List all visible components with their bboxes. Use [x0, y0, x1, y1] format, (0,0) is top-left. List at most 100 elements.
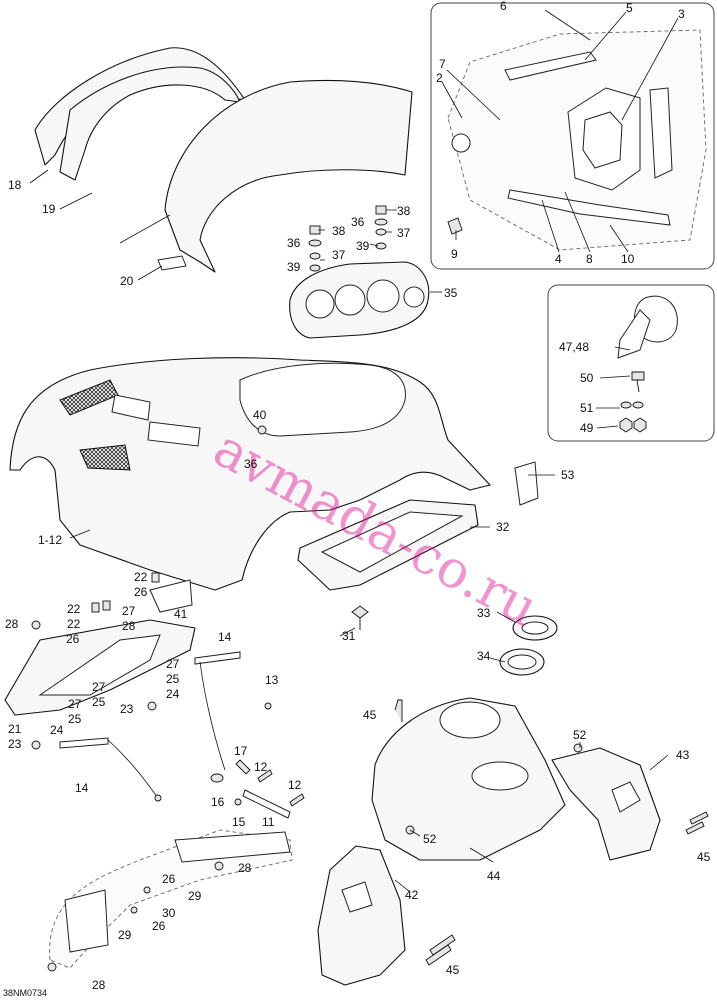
callout-49: 49 [580, 421, 594, 435]
callout-38a: 38 [332, 224, 346, 238]
washer-36a [308, 239, 322, 247]
leader-19 [59, 192, 93, 210]
nut-28c [214, 861, 224, 871]
callout-39b: 39 [356, 239, 370, 253]
callout-36b: 36 [351, 215, 365, 229]
vent-mesh-lower [79, 444, 131, 471]
callout-27b: 27 [166, 657, 180, 671]
callout-26c: 26 [162, 872, 176, 886]
vent-mesh-upper [59, 379, 119, 416]
gauge-hole-2 [334, 284, 366, 316]
leader-42 [394, 879, 411, 893]
callout-24a: 24 [166, 687, 180, 701]
pin-15 [234, 798, 242, 806]
gauge-hole-3 [366, 279, 400, 313]
callout-11: 11 [262, 815, 275, 829]
nut-23a [31, 740, 41, 750]
callout-43: 43 [676, 748, 690, 762]
callout-34: 34 [477, 649, 491, 663]
ring-34-hole [507, 654, 537, 670]
callout-52b: 52 [423, 832, 437, 846]
screw-50a [631, 371, 645, 393]
leader-34 [489, 657, 506, 663]
callout-31: 31 [342, 629, 356, 643]
callout-14a: 14 [218, 630, 232, 644]
callout-26d: 26 [152, 919, 166, 933]
callout-37b: 37 [397, 226, 411, 240]
callout-22b: 22 [67, 602, 81, 616]
washer-37b [375, 228, 387, 236]
leader-1-12 [69, 529, 91, 539]
callout-28d: 28 [92, 978, 106, 992]
panel-42 [317, 845, 406, 986]
callout-25a: 25 [166, 672, 180, 686]
mirror-inset-frame [547, 284, 715, 442]
leader-6 [544, 9, 591, 41]
gauge-recess [582, 111, 623, 169]
callout-2: 2 [436, 71, 443, 85]
console-port [439, 701, 501, 739]
callout-8: 8 [586, 252, 593, 266]
leader-lines [29, 9, 679, 893]
console-44 [371, 697, 566, 861]
callout-21: 21 [8, 722, 22, 736]
panel-43 [551, 747, 661, 861]
screw-31 [351, 605, 369, 630]
bumper-assembly [47, 829, 293, 972]
bumper-outline [49, 829, 293, 969]
pin-17 [235, 759, 251, 775]
leader-8 [564, 191, 591, 253]
lower-console [317, 697, 709, 986]
bracket-21-web [38, 634, 161, 696]
lower-trim-strip [507, 189, 671, 226]
callout-20: 20 [120, 274, 134, 288]
tray-assembly [297, 461, 558, 676]
side-vent [649, 87, 673, 179]
ring-33-hole [521, 621, 549, 635]
bumper-bracket [174, 831, 291, 863]
leader-7 [446, 69, 501, 121]
callout-19: 19 [42, 202, 56, 216]
callout-17: 17 [234, 744, 248, 758]
callout-42: 42 [405, 888, 419, 902]
nut-39b [375, 242, 387, 250]
washer-26c [143, 886, 151, 894]
leader-5 [584, 11, 627, 61]
callout-18: 18 [8, 178, 22, 192]
gauge-hole-1 [305, 289, 335, 319]
nuts-49 [619, 417, 647, 433]
dashboard-detail-inset [430, 2, 715, 270]
mirror-stem [617, 309, 651, 359]
callout-12a: 12 [254, 760, 268, 774]
callout-39a: 39 [287, 260, 301, 274]
pin-12a [257, 769, 273, 783]
callout-29a: 29 [188, 889, 202, 903]
hood-console [239, 362, 406, 437]
panel-46 [164, 79, 413, 273]
pin-12b [289, 793, 305, 807]
bracket-41 [149, 579, 193, 613]
drawing-code: 38NM0734 [3, 988, 47, 998]
leader-4748 [614, 346, 631, 351]
rivets-45b [685, 811, 709, 835]
tray-floor [320, 511, 464, 573]
fastener-9 [447, 217, 463, 235]
leader-44 [469, 847, 494, 863]
panel-19 [59, 66, 241, 181]
callout-52a: 52 [573, 728, 587, 742]
cable-13 [199, 661, 226, 771]
bracket-53 [514, 461, 539, 506]
gauge-support [289, 205, 430, 339]
gauge-hole-4 [403, 286, 425, 308]
callout-1-12: 1-12 [38, 533, 62, 547]
callout-6: 6 [500, 0, 507, 13]
cable-14 [107, 739, 159, 799]
callout-36a: 36 [287, 236, 301, 250]
callout-27a: 27 [122, 604, 136, 618]
panel-42-mark [341, 881, 373, 913]
callout-23a: 23 [8, 737, 22, 751]
callout-16: 16 [211, 795, 225, 809]
leader-3 [621, 17, 679, 121]
nut-28a [31, 620, 41, 630]
washers-51 [620, 401, 644, 409]
